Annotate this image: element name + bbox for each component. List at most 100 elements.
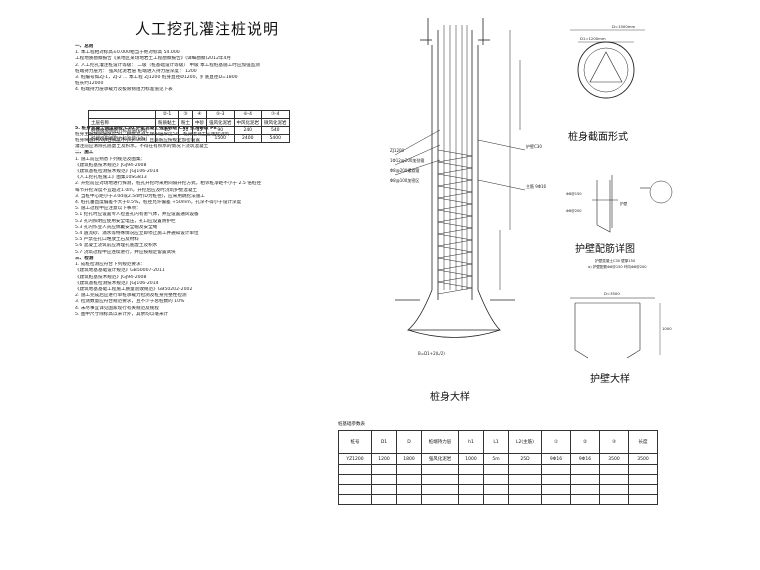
pile-empty-cell (396, 484, 422, 495)
spiral-stirrup (437, 149, 473, 295)
guard-rebar-title: 护壁配筋详图 (575, 242, 635, 255)
pile-cell: 1200 (371, 453, 397, 465)
pile-empty-cell (396, 494, 422, 505)
note-line: 5.5 严禁在孔口堆放土石及材料 (75, 237, 139, 243)
note-line: 1. 成桩检测应符合下列规范要求： (75, 262, 146, 268)
pile-cell: 3500 (599, 453, 629, 465)
pile-empty-cell (570, 464, 600, 475)
pile-empty-cell (541, 494, 571, 505)
note-line: 一、总则 (75, 44, 94, 49)
pile-empty-cell (421, 474, 459, 485)
pile-empty-cell (338, 464, 372, 475)
note-line: 5. 施工过程中应注意以下事项： (75, 206, 141, 212)
pile-empty-cell (338, 474, 372, 485)
note-line: 《建筑基桩检测技术规范》JGJ106-2014 (75, 169, 159, 175)
bell-dimension-note: B=D1+2(L/2) (418, 351, 445, 356)
pile-empty-cell (599, 464, 629, 475)
pile-section-drawing (395, 18, 515, 338)
pile-empty-cell (628, 474, 658, 485)
pile-header-cell: 长度 (628, 430, 658, 454)
pile-empty-cell (338, 484, 372, 495)
pile-header-cell: D (396, 430, 422, 454)
soil-cell: 1500 (206, 134, 235, 143)
note-line: 3. 检测数量应符合规范要求，且不少于总桩数的 10% (75, 299, 185, 305)
pile-cell: 9Φ16 (541, 453, 571, 465)
pile-cell: 25D (508, 453, 542, 465)
pile-empty-cell (458, 484, 484, 495)
pile-empty-cell (396, 474, 422, 485)
svg-text:1Φ12@200加劲箍: 1Φ12@200加劲箍 (390, 157, 424, 163)
pile-empty-cell (371, 494, 397, 505)
guard-wall-rebar-detail (592, 175, 673, 233)
pile-empty-cell (421, 494, 459, 505)
note-line: 3. 桩编号如ZJ-1，ZJ-2 ... 本工程 ZJ1200 桩身直径Ø120… (75, 75, 238, 81)
note-line: 5.2 孔内照明应使用安全电压，孔口应设置防护栏 (75, 218, 176, 224)
pile-empty-cell (628, 494, 658, 505)
guard-wall-large-detail (570, 297, 661, 359)
note-line: 2. 开挖前应对场地进行探测，桩孔开挖时采用间隔开挖方式，相邻桩净距不小于 2.… (75, 181, 262, 187)
note-line: 《人工挖孔桩施工》图集10SG813 (75, 175, 147, 181)
soil-cell: 5400 (261, 134, 290, 143)
pile-empty-cell (541, 474, 571, 485)
pile-empty-cell (570, 484, 600, 495)
svg-text:ZJ1200: ZJ1200 (390, 148, 405, 153)
note-line: 桩端持力层为： 强风化泥岩层 桩端进入持力层深度： 1200 (75, 68, 197, 74)
guard-height-label: 1000 (662, 326, 672, 331)
pile-empty-cell (458, 464, 484, 475)
pile-cell: 1800 (396, 453, 422, 465)
pile-empty-cell (508, 474, 542, 485)
note-line: 每节开挖深度不宜超过1.0m，开挖后应及时浇筑护壁混凝土 (75, 187, 198, 193)
pile-empty-cell (458, 494, 484, 505)
pile-empty-cell (371, 464, 397, 475)
svg-text:主筋 9Φ16: 主筋 9Φ16 (526, 183, 547, 189)
pile-empty-cell (508, 464, 542, 475)
pile-cell: 3500 (628, 453, 658, 465)
note-line: 5.6 混凝土浇筑前应清理孔底虚土及积水 (75, 243, 158, 249)
pile-cross-section (570, 29, 645, 99)
pile-header-cell: 桩端持力层 (421, 430, 459, 454)
svg-text:Φ8@200螺旋箍: Φ8@200螺旋箍 (390, 167, 419, 173)
pile-header-cell: L2(主筋) (508, 430, 542, 454)
section-title: 桩身截面形式 (568, 130, 628, 143)
pile-empty-cell (371, 474, 397, 485)
pile-cell: 强风化泥岩 (421, 453, 459, 465)
pile-empty-cell (570, 474, 600, 485)
pile-empty-cell (541, 484, 571, 495)
guard-large-title: 护壁大样 (590, 372, 630, 385)
note-line: 桩长约12000 (75, 81, 104, 87)
note-line: 《建筑地基基础设计规范》GB50007-2011 (75, 268, 165, 274)
svg-text:Φ8@150: Φ8@150 (566, 192, 582, 196)
pile-header-cell: D1 (371, 430, 397, 454)
guard-width-label: D=3500 (604, 291, 620, 296)
pile-cell: 5m (483, 453, 509, 465)
pile-header-cell: h1 (458, 430, 484, 454)
note-line: 3. 当桩中心距小于3.0d或2.5d时(D为桩径)，应采用跳挖法施工 (75, 193, 205, 199)
pile-header-cell: ① (541, 430, 571, 454)
pile-empty-cell (570, 494, 600, 505)
pile-cell: 1000 (458, 453, 484, 465)
svg-text:护壁: 护壁 (620, 201, 628, 206)
pile-empty-cell (483, 494, 509, 505)
note-line: 5.3 孔内作业人员应佩戴安全帽及安全绳 (75, 224, 158, 230)
note-line: 三、检测 (75, 255, 94, 261)
pile-empty-cell (338, 494, 372, 505)
drawing-title: 人工挖孔灌注桩说明 (135, 20, 280, 38)
svg-text:护壁C30: 护壁C30 (526, 143, 542, 149)
d1200-label: D1=1200mm (580, 36, 606, 41)
pile-empty-cell (599, 494, 629, 505)
pile-empty-cell (628, 484, 658, 495)
pile-detail-title: 桩身大样 (430, 390, 470, 403)
pile-empty-cell (483, 484, 509, 495)
pile-header-cell: L1 (483, 430, 509, 454)
note-line: 灌注前应清除孔底虚土及积水，不得在有积水的情况下浇筑混凝土 (75, 144, 209, 150)
note-line: 二、施工 (75, 150, 94, 156)
note-line: 《建筑基桩检测技术规范》JGJ106-2014 (75, 280, 159, 286)
note-line: 2. 施工完成后应进行单桩承载力检测及桩身完整性检测 (75, 293, 187, 299)
soil-cell (192, 134, 207, 143)
note-line: 1. 本工程相对标高±0.000相当于绝对标高 54.000 (75, 50, 180, 56)
note-line: 5.1 挖孔时应设置专人检查孔内有害气体，并应设置通风设备 (75, 212, 199, 218)
pile-header-cell: 桩号 (338, 430, 372, 454)
